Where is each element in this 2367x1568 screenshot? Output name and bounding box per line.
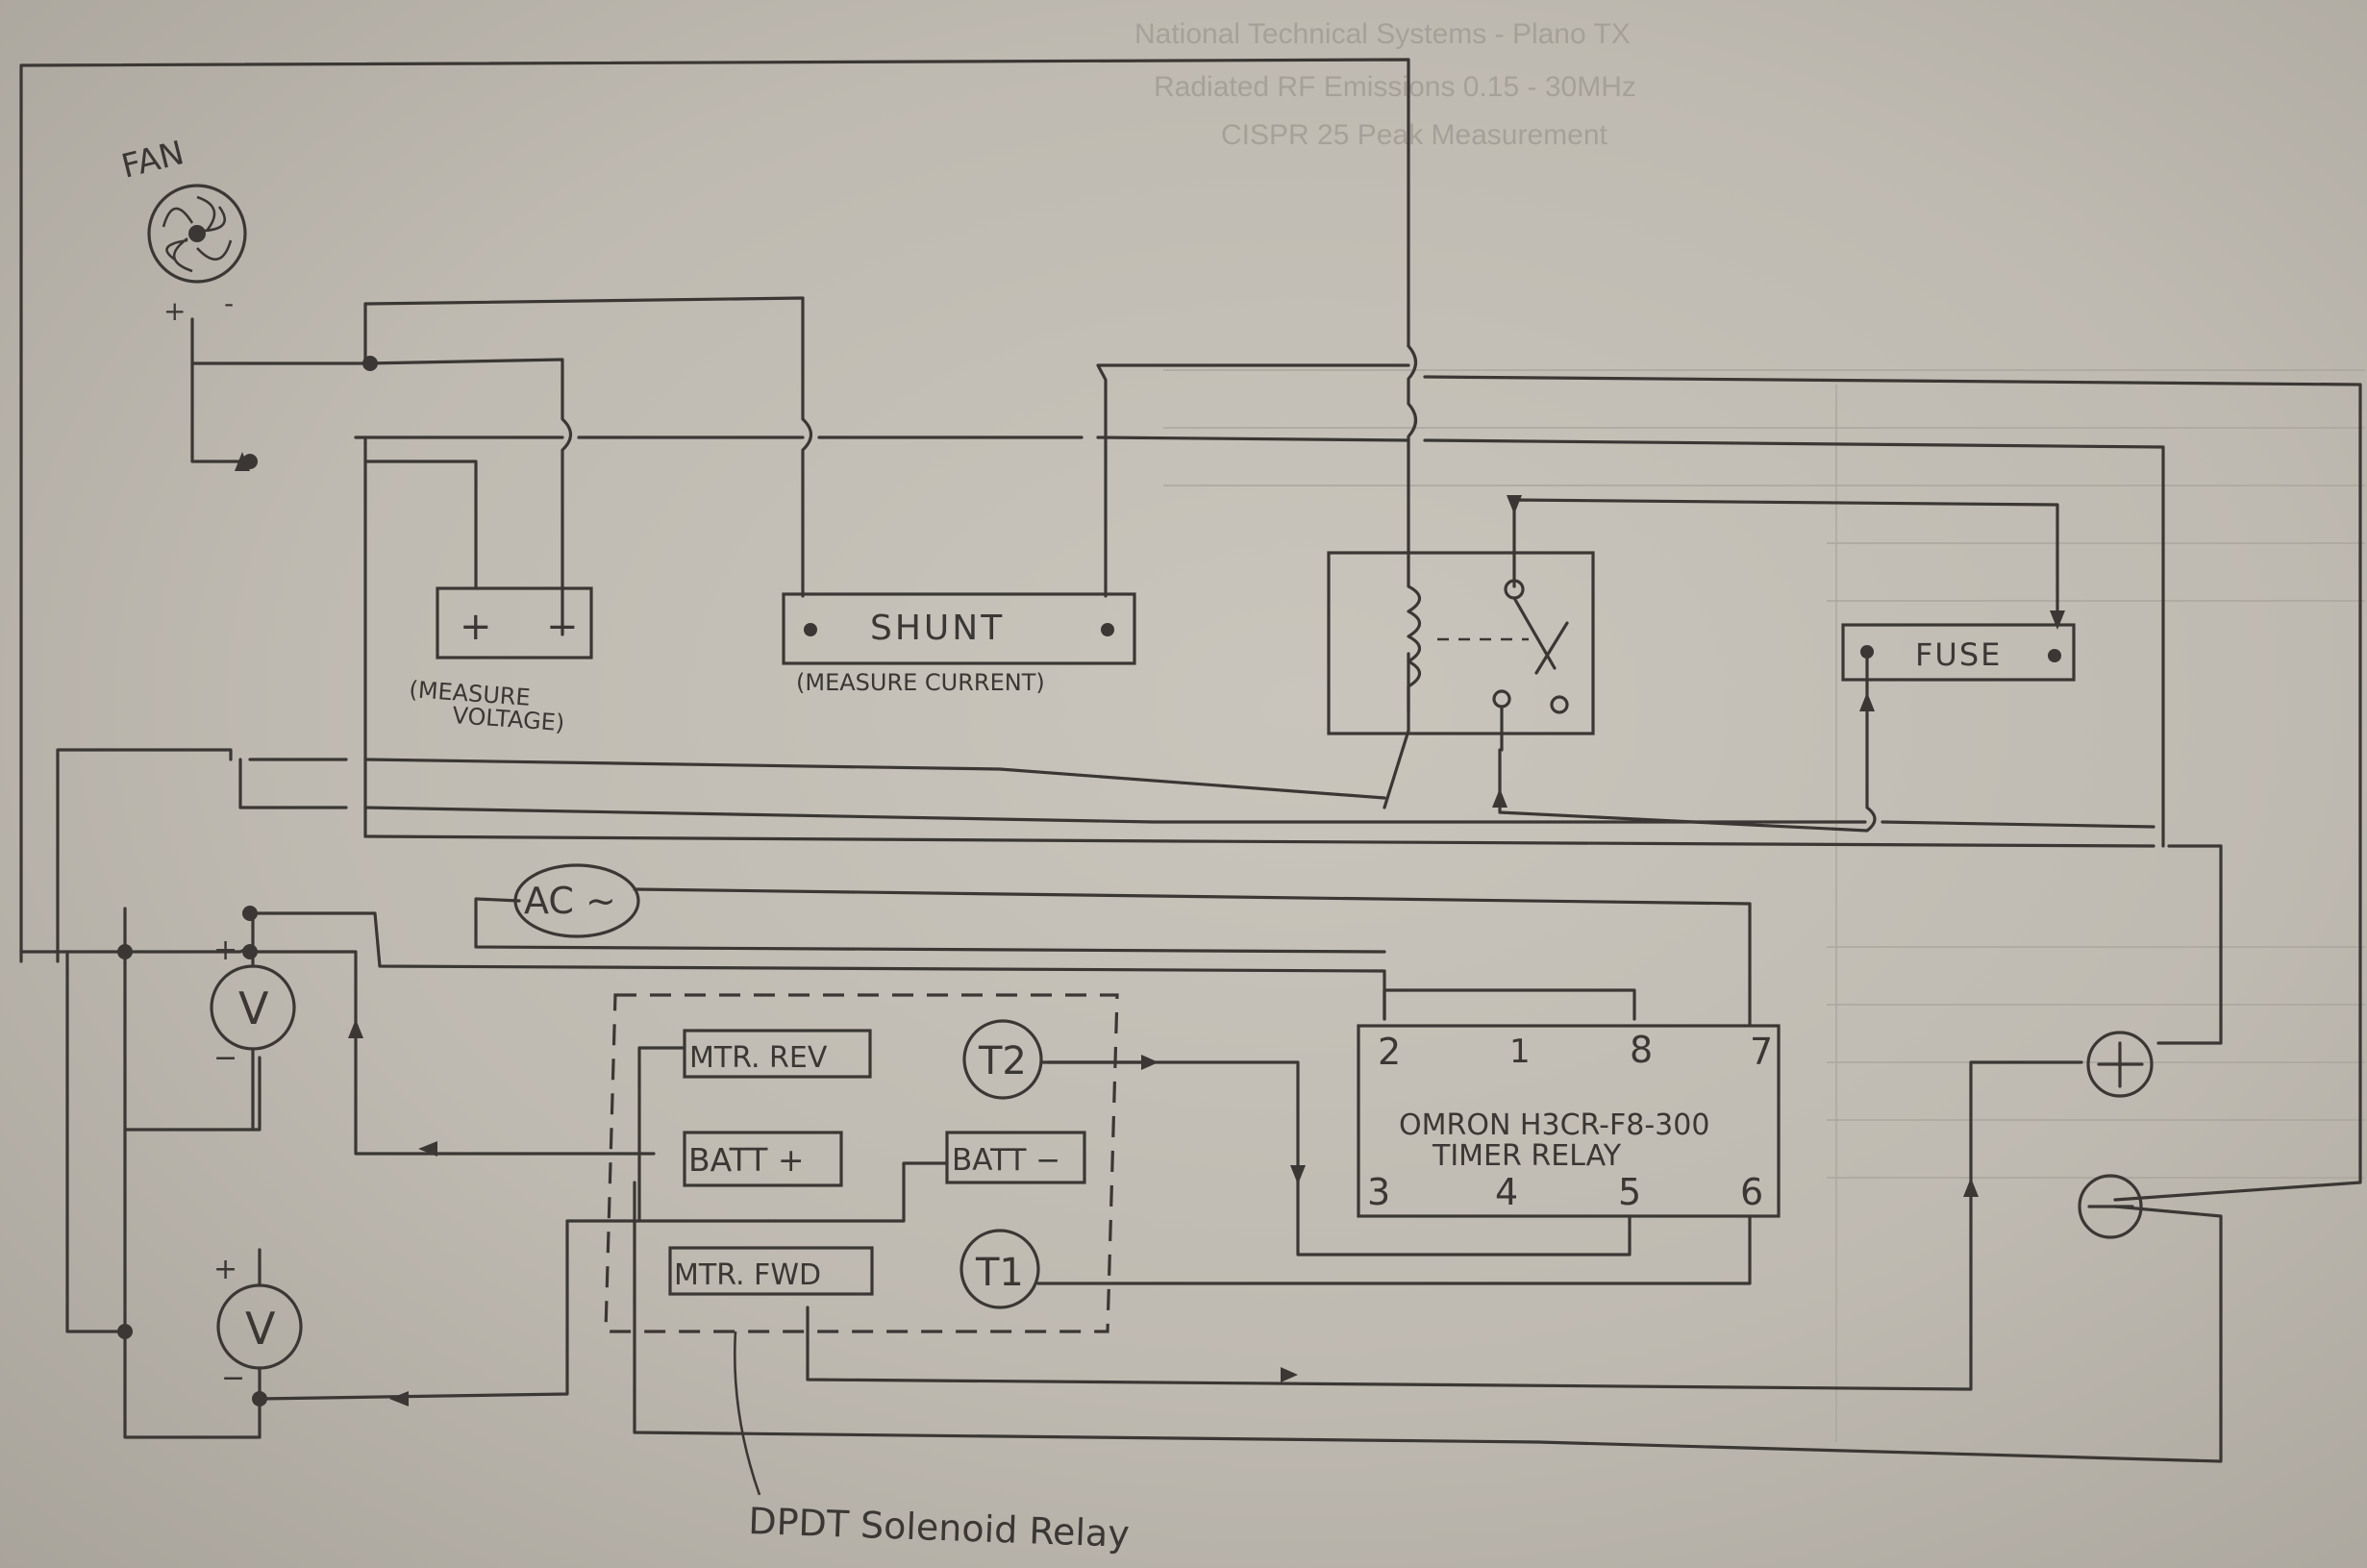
voltmeter-1-minus: − [213, 1041, 237, 1075]
fan: FAN + - [118, 134, 247, 327]
measure-voltage-terminal: + − (MEASURE VOLTAGE) [409, 586, 593, 736]
t2-terminal [962, 1019, 1043, 1100]
fan-label: FAN [118, 134, 188, 187]
t1-label: T1 [975, 1251, 1024, 1295]
fan-plus-label: + [163, 295, 186, 327]
voltage-minus-terminal: − [546, 605, 579, 649]
dpdt-caption: DPDT Solenoid Relay [748, 1500, 1131, 1556]
pin-1: 1 [1509, 1033, 1531, 1071]
pin-3: 3 [1367, 1171, 1390, 1213]
voltage-plus-terminal: + [460, 605, 492, 649]
batt-plus-terminal [683, 1131, 843, 1187]
timer-model-label: OMRON H3CR-F8-300 [1399, 1108, 1709, 1142]
voltmeter-1-plus: + [213, 933, 237, 967]
battery-terminals [2078, 1031, 2154, 1239]
batt-plus-label: BATT + [688, 1141, 805, 1179]
voltmeter-1: V + − [210, 933, 296, 1075]
bleed-text-line-1: National Technical Systems - Plano TX [1134, 18, 1631, 50]
voltmeter-2: V + − [213, 1253, 303, 1395]
pin-4: 4 [1495, 1171, 1518, 1213]
relay-coil [1407, 556, 1422, 713]
battery-negative-terminal [2078, 1174, 2143, 1239]
fan-minus-label: - [224, 287, 234, 319]
voltmeter-2-plus: + [213, 1253, 237, 1286]
mtr-rev-label: MTR. REV [689, 1041, 828, 1075]
mtr-fwd-label: MTR. FWD [674, 1258, 821, 1292]
junctions [117, 356, 378, 1406]
voltmeter-2-label: V [245, 1303, 276, 1355]
fuse: FUSE [1841, 623, 2076, 682]
mtr-rev-terminal [683, 1029, 872, 1079]
battery-positive-terminal [2086, 1031, 2154, 1098]
wires [19, 58, 2362, 1496]
bleed-text-line-2: Radiated RF Emissions 0.15 - 30MHz [1154, 71, 1636, 103]
pin-8: 8 [1630, 1029, 1653, 1071]
ac-source-label: AC ~ [524, 880, 616, 922]
shunt-label: SHUNT [870, 609, 1005, 648]
fuse-label: FUSE [1915, 636, 2002, 673]
measure-voltage-caption-2: VOLTAGE) [452, 702, 566, 736]
bleed-through-text: National Technical Systems - Plano TX Ra… [1134, 18, 1636, 151]
pin-7: 7 [1750, 1031, 1773, 1073]
mtr-fwd-terminal [668, 1246, 874, 1296]
ac-source: AC ~ [513, 863, 640, 938]
relay [1327, 551, 1595, 752]
measure-current-caption: (MEASURE CURRENT) [796, 669, 1045, 696]
t1-terminal [959, 1229, 1040, 1309]
batt-minus-terminal [945, 1131, 1086, 1184]
fan-icon [147, 184, 247, 284]
timer-relay-label: TIMER RELAY [1432, 1139, 1622, 1173]
paper-rule-lines [1163, 369, 2365, 1442]
arrows [235, 452, 2065, 1406]
bleed-text-line-3: CISPR 25 Peak Measurement [1221, 119, 1608, 151]
dpdt-solenoid-relay: MTR. REV BATT + BATT − MTR. FWD T2 T1 DP… [604, 993, 1131, 1556]
batt-minus-label: BATT − [952, 1143, 1060, 1178]
timer-relay: 2 1 8 7 OMRON H3CR-F8-300 TIMER RELAY 3 … [1357, 1024, 1781, 1218]
voltmeter-2-minus: − [221, 1361, 245, 1395]
pin-2: 2 [1378, 1031, 1401, 1073]
t2-label: T2 [978, 1039, 1027, 1083]
voltmeter-1-label: V [238, 983, 269, 1034]
pin-6: 6 [1740, 1171, 1763, 1213]
pin-5: 5 [1618, 1171, 1641, 1213]
shunt: SHUNT (MEASURE CURRENT) [782, 592, 1136, 696]
